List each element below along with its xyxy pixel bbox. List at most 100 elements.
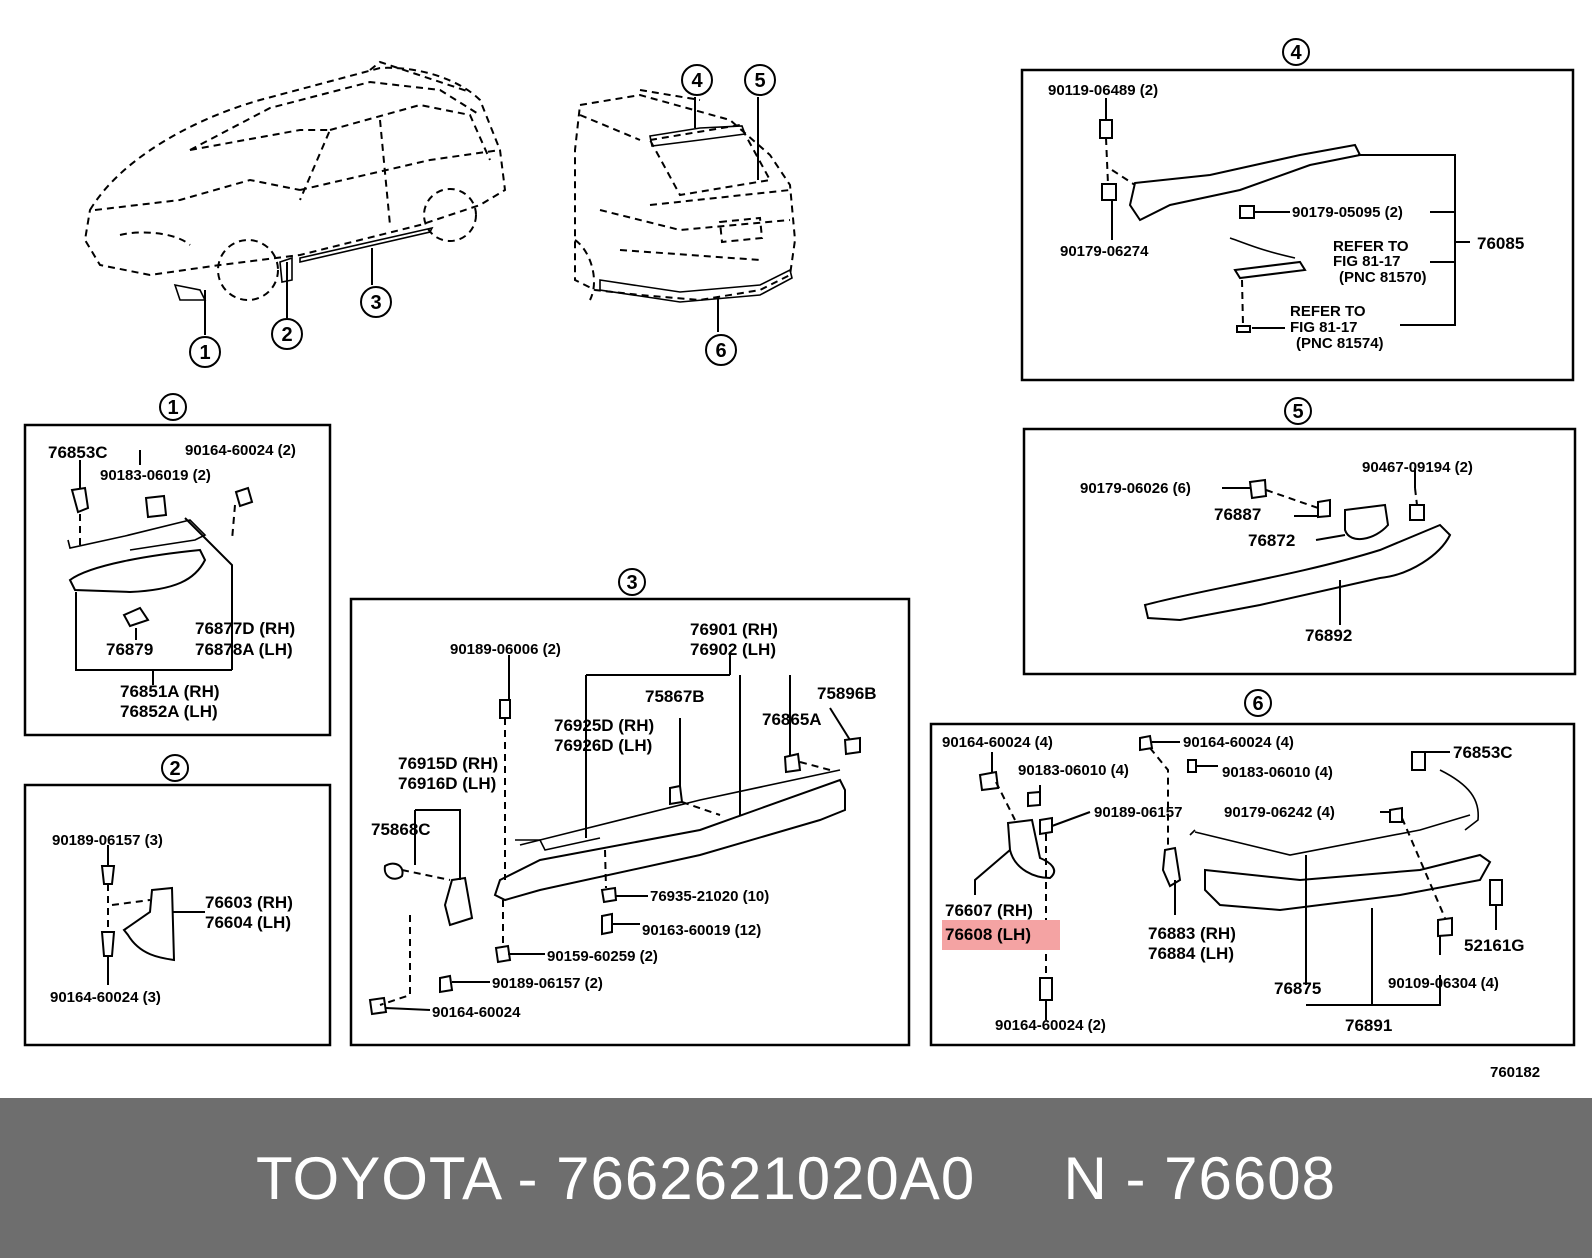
callout-circles: [159, 38, 1312, 782]
part-label: 90189-06157 (2): [492, 975, 603, 992]
part-label: 76865A: [762, 710, 822, 729]
part-label: 76883 (RH): [1148, 924, 1236, 943]
car-rear-overview: [574, 89, 797, 303]
part-label: 76872: [1248, 531, 1295, 550]
part-label: (PNC 81574): [1296, 335, 1384, 352]
section-4-callout: 4: [1290, 42, 1302, 64]
part-label: 90183-06010 (4): [1222, 764, 1333, 781]
footer-part-number: TOYOTA - 7662621020A0 N - 76608: [255, 1144, 1337, 1212]
part-label: 90179-05095 (2): [1292, 204, 1403, 221]
part-label: REFER TO: [1290, 303, 1366, 320]
part-label: 76901 (RH): [690, 620, 778, 639]
overview-callout: 2: [281, 324, 292, 346]
section-6-callout: 6: [1252, 693, 1263, 715]
part-label: 90109-06304 (4): [1388, 975, 1499, 992]
part-label: 52161G: [1464, 936, 1525, 955]
part-label: 90189-06157: [1094, 804, 1182, 821]
section-5-box: [1022, 427, 1577, 676]
overview-callout: 5: [754, 70, 765, 92]
part-label: 76935-21020 (10): [650, 888, 769, 905]
part-label: 76878A (LH): [195, 640, 293, 659]
section-3-parts: [368, 655, 861, 1016]
part-label: 76851A (RH): [120, 682, 220, 701]
car-front-overview: [83, 60, 507, 301]
overview-leaders: [204, 97, 759, 335]
callout-circle: [1244, 689, 1272, 717]
callout-numbers: 1 2 3 4 5 6 1 2 3 4 5 6: [167, 42, 1303, 780]
section-4-box: [1020, 68, 1575, 382]
section-6-box: [929, 722, 1576, 1047]
page-code: 760182: [1490, 1064, 1540, 1081]
part-label: 90159-60259 (2): [547, 948, 658, 965]
part-label: 90164-60024 (2): [995, 1017, 1106, 1034]
part-label: 76902 (LH): [690, 640, 776, 659]
callout-circle: [360, 286, 392, 318]
overview-callout: 3: [370, 292, 381, 314]
section-4-labels: 90119-06489 (2) 90179-05095 (2) 76085 90…: [1048, 82, 1524, 352]
section-2-callout: 2: [169, 758, 180, 780]
part-label: 76607 (RH): [945, 901, 1033, 920]
part-label: 90179-06242 (4): [1224, 804, 1335, 821]
part-label: 90183-06010 (4): [1018, 762, 1129, 779]
callout-circle: [161, 754, 189, 782]
part-label: 76852A (LH): [120, 702, 218, 721]
part-label: 90189-06157 (3): [52, 832, 163, 849]
section-5-callout: 5: [1292, 401, 1303, 423]
part-label: 90179-06026 (6): [1080, 480, 1191, 497]
section-3-labels: 90189-06006 (2) 76901 (RH) 76902 (LH) 75…: [371, 620, 877, 1021]
section-3-callout: 3: [626, 572, 637, 594]
section-2-box: [23, 783, 332, 1047]
part-label: 76603 (RH): [205, 893, 293, 912]
callout-circle: [189, 336, 221, 368]
part-label: 90189-06006 (2): [450, 641, 561, 658]
part-label: 76875: [1274, 979, 1321, 998]
part-label: 90164-60024 (4): [1183, 734, 1294, 751]
part-label: 76085: [1477, 234, 1524, 253]
callout-circle: [744, 64, 776, 96]
callout-circle: [159, 393, 187, 421]
highlight-76608: [942, 920, 1060, 950]
part-label: 90179-06274: [1060, 243, 1149, 260]
section-5-parts: [1143, 468, 1452, 625]
part-label: 90164-60024 (2): [185, 442, 296, 459]
part-label: 76884 (LH): [1148, 944, 1234, 963]
parts-diagram: 1 2 3 4 5 6 1 2 3 4 5 6 76853C 90164-600…: [23, 38, 1577, 1081]
callout-circle: [618, 568, 646, 596]
section-3-box: [349, 597, 911, 1047]
part-label: 90163-60019 (12): [642, 922, 761, 939]
part-label: 75867B: [645, 687, 705, 706]
part-label: 76891: [1345, 1016, 1392, 1035]
part-label: 90164-60024 (3): [50, 989, 161, 1006]
overview-callout: 6: [715, 340, 726, 362]
part-label: 76916D (LH): [398, 774, 496, 793]
section-1-box: [23, 423, 332, 737]
callout-circle: [1282, 38, 1310, 66]
part-label: 76879: [106, 640, 153, 659]
callout-circle: [271, 318, 303, 350]
part-label: 76604 (LH): [205, 913, 291, 932]
footer-banner: TOYOTA - 7662621020A0 N - 76608: [0, 1098, 1592, 1258]
part-label: (PNC 81570): [1339, 269, 1427, 286]
highlighted-part-label: 76608 (LH): [945, 925, 1031, 944]
part-label: 90183-06019 (2): [100, 467, 211, 484]
part-label: 76887: [1214, 505, 1261, 524]
part-label: 75868C: [371, 820, 431, 839]
callout-circle: [681, 64, 713, 96]
part-label: REFER TO: [1333, 238, 1409, 255]
part-label: 76926D (LH): [554, 736, 652, 755]
overview-callout: 1: [199, 342, 210, 364]
part-label: FIG 81-17: [1333, 253, 1401, 270]
callout-circle: [1284, 397, 1312, 425]
part-label: 76853C: [1453, 743, 1513, 762]
part-label: 76892: [1305, 626, 1352, 645]
part-label: 90164-60024 (4): [942, 734, 1053, 751]
section-4-parts: [1099, 98, 1470, 333]
section-5-labels: 90179-06026 (6) 90467-09194 (2) 76887 76…: [1080, 459, 1473, 645]
section-6-parts: [942, 734, 1503, 1020]
part-label: 90164-60024: [432, 1004, 521, 1021]
part-label: 76915D (RH): [398, 754, 498, 773]
callout-circle: [705, 334, 737, 366]
section-1-parts: [67, 450, 254, 685]
section-2-parts: [100, 845, 205, 985]
part-label: FIG 81-17: [1290, 319, 1358, 336]
